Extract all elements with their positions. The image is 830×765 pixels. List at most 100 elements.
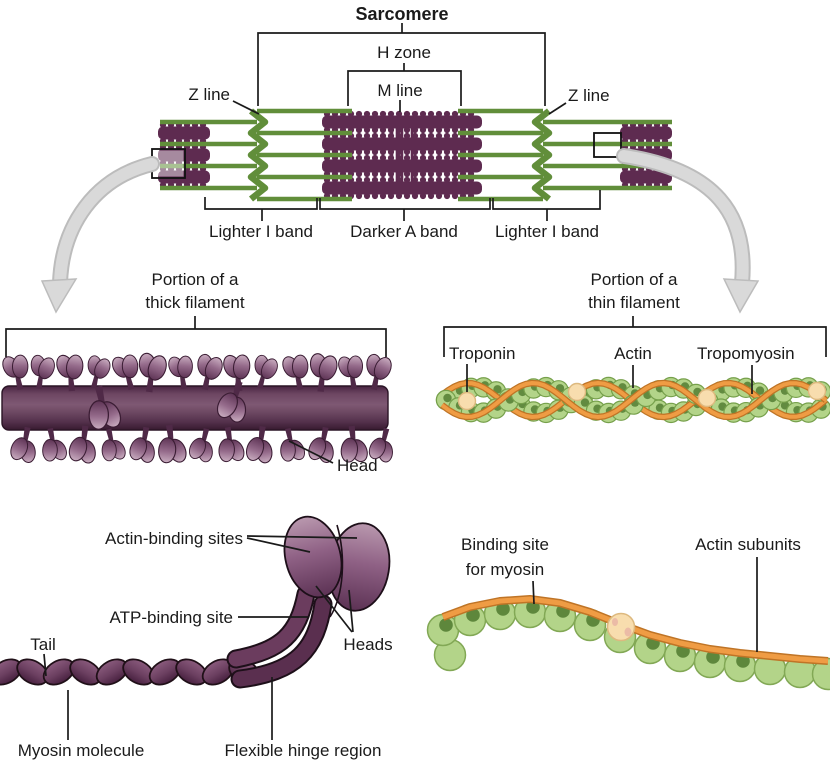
label-i-band-left: Lighter I band	[209, 222, 313, 241]
myosin-bump	[363, 148, 371, 156]
i-band-left-bracket	[204, 197, 318, 210]
myosin-bump	[451, 148, 459, 156]
myosin-bump	[371, 176, 379, 184]
myosin-bump	[435, 154, 443, 162]
myosin-bump	[387, 132, 395, 140]
myosin-bump	[355, 176, 363, 184]
troponin-ball	[697, 388, 717, 408]
thick-filament-bar	[158, 126, 210, 140]
label-thick-caption-1: Portion of a	[152, 270, 239, 289]
myosin-bump	[419, 176, 427, 184]
label-heads: Heads	[343, 635, 392, 654]
myosin-bump	[443, 192, 451, 200]
myosin-bump	[363, 154, 371, 162]
myosin-bump	[355, 170, 363, 178]
myosin-bump	[427, 176, 435, 184]
heads-pointer-2	[348, 589, 354, 633]
myosin-bump	[419, 192, 427, 200]
myosin-bump	[371, 110, 379, 118]
myosin-bump	[451, 110, 459, 118]
myosin-bump	[427, 126, 435, 134]
myosin-bump	[395, 110, 403, 118]
myosin-bump	[411, 148, 419, 156]
actin-strand-illustration: Binding site for myosin Actin subunits	[426, 535, 830, 691]
highlight-box-right	[593, 132, 622, 158]
myosin-bump	[435, 148, 443, 156]
thick-filament-bar	[322, 181, 482, 195]
myosin-bump	[435, 110, 443, 118]
myosin-bump	[387, 154, 395, 162]
actin-bead-spot	[755, 386, 765, 395]
label-a-band: Darker A band	[350, 222, 458, 241]
myosin-bump	[403, 148, 411, 156]
thick-filament-bar	[322, 115, 482, 129]
myosin-bump	[443, 110, 451, 118]
thick-filament-bar	[158, 148, 210, 162]
zoom-arrow-left	[40, 156, 160, 314]
label-actin-subunits: Actin subunits	[695, 535, 801, 554]
z-line-right-pointer	[548, 102, 567, 115]
label-atp-binding-site: ATP-binding site	[110, 608, 233, 627]
myosin-bump	[451, 170, 459, 178]
myosin-bump	[363, 176, 371, 184]
myosin-bump	[427, 170, 435, 178]
thick-caption-bracket	[5, 328, 387, 357]
myosin-bump	[403, 154, 411, 162]
myosin-neck-upper	[228, 586, 314, 667]
myosin-bump	[355, 148, 363, 156]
myosin-bump	[419, 126, 427, 134]
myosin-bump	[379, 126, 387, 134]
label-i-band-right: Lighter I band	[495, 222, 599, 241]
label-thin-caption-2: thin filament	[588, 293, 680, 312]
z-line-right-zigzag	[531, 108, 553, 202]
myosin-bump	[355, 126, 363, 134]
myosin-bump	[387, 192, 395, 200]
myosin-bump	[395, 176, 403, 184]
label-head: Head	[337, 456, 378, 475]
myosin-bump	[451, 176, 459, 184]
myosin-bump	[451, 192, 459, 200]
myosin-bump	[411, 176, 419, 184]
myosin-bump	[435, 132, 443, 140]
myosin-bump	[443, 148, 451, 156]
head-pointer	[288, 440, 334, 464]
actin-bead-spot	[580, 398, 590, 407]
label-thick-caption-2: thick filament	[145, 293, 244, 312]
z-line-left-pointer	[232, 100, 260, 115]
myosin-bump	[451, 154, 459, 162]
actin-binding-pointer-2	[246, 535, 358, 539]
myosin-bump	[403, 126, 411, 134]
myosin-head	[36, 425, 71, 466]
myosin-bump	[355, 132, 363, 140]
myosin-binding-site-spot	[466, 608, 480, 622]
z-line-left-zigzag	[247, 108, 269, 202]
myosin-bump	[379, 192, 387, 200]
myosin-bump	[435, 192, 443, 200]
troponin-ball	[567, 382, 587, 402]
myosin-bump	[395, 148, 403, 156]
myosin-bump	[379, 170, 387, 178]
myosin-bump	[427, 148, 435, 156]
label-actin-binding-sites: Actin-binding sites	[105, 529, 243, 548]
h-zone-bracket	[347, 70, 462, 106]
sarcomere-diagram: Sarcomere H zone M line Z line Z line Li…	[40, 4, 760, 314]
myosin-bump	[379, 176, 387, 184]
tropomyosin-strand	[440, 380, 828, 420]
actin-subunit-chain	[426, 595, 830, 691]
myosin-bump	[395, 132, 403, 140]
myosin-bump	[379, 110, 387, 118]
myosin-bump	[371, 154, 379, 162]
myosin-bump	[371, 148, 379, 156]
myosin-bump	[443, 170, 451, 178]
myosin-bump	[403, 192, 411, 200]
myosin-bump	[411, 126, 419, 134]
label-tropomyosin: Tropomyosin	[697, 344, 795, 363]
myosin-head	[304, 424, 341, 467]
myosin-bump	[411, 170, 419, 178]
myosin-binding-site-spot	[496, 602, 510, 616]
myosin-bump	[411, 110, 419, 118]
myosin-head	[184, 425, 221, 466]
myosin-tail-braid	[0, 658, 261, 686]
